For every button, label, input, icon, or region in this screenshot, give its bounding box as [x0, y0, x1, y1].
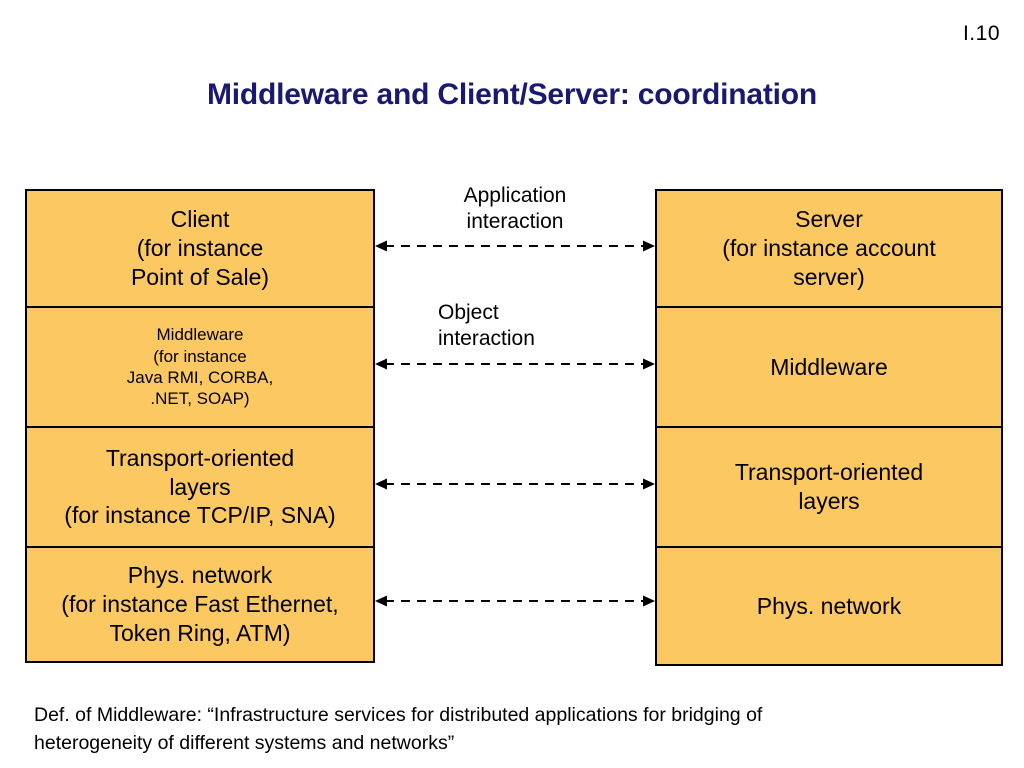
text-line: Phys. network [756, 592, 902, 619]
text-line: (for instance [153, 346, 247, 366]
text-line: server) [793, 263, 865, 290]
client-stack-layer-transport-text: Transport-oriented layers (for instance … [60, 444, 339, 531]
client-stack-layer-middleware-text: Middleware (for instance Java RMI, CORBA… [123, 324, 277, 410]
text-line: Object [438, 301, 499, 324]
text-line: Token Ring, ATM) [109, 619, 291, 646]
server-stack-layer-transport-text: Transport-oriented layers [731, 458, 927, 516]
server-stack-layer-middleware: Middleware [657, 306, 1001, 426]
physical-network-interaction-arrow [375, 594, 655, 608]
text-line: interaction [438, 326, 535, 350]
server-stack-layer-server: Server (for instance account server) [657, 191, 1001, 306]
middleware-definition-caption: Def. of Middleware: “Infrastructure serv… [34, 702, 1004, 757]
server-stack-layer-middleware-text: Middleware [766, 353, 892, 382]
text-line: interaction [466, 209, 564, 233]
text-line: Client [170, 206, 230, 233]
transport-interaction-arrow [375, 477, 655, 491]
server-stack-layer-physical-network: Phys. network [657, 546, 1001, 664]
text-line: layers [169, 473, 231, 500]
client-stack-layer-transport: Transport-oriented layers (for instance … [27, 426, 373, 546]
text-line: (for instance TCP/IP, SNA) [64, 502, 336, 529]
text-line: Phys. network [127, 562, 273, 589]
text-line: (for instance [136, 235, 264, 262]
client-stack: Client (for instance Point of Sale) Midd… [25, 189, 375, 663]
text-line: Application [463, 184, 567, 207]
text-line: Middleware [156, 325, 244, 345]
object-interaction-label: Object interaction [438, 300, 678, 351]
text-line: Def. of Middleware: “Infrastructure serv… [34, 704, 763, 726]
text-line: .NET, SOAP) [150, 389, 250, 409]
server-stack: Server (for instance account server) Mid… [655, 189, 1003, 666]
page-number: I.10 [962, 22, 1000, 45]
text-line: Middleware [770, 353, 888, 380]
client-stack-layer-client: Client (for instance Point of Sale) [27, 191, 373, 306]
text-line: (for instance Fast Ethernet, [61, 591, 339, 618]
application-interaction-label: Application interaction [375, 183, 655, 234]
text-line: Transport-oriented [734, 459, 924, 486]
text-line: Java RMI, CORBA, [126, 368, 274, 387]
page-title: Middleware and Client/Server: coordinati… [206, 78, 818, 111]
client-stack-layer-physical-network-text: Phys. network (for instance Fast Etherne… [57, 561, 342, 648]
text-line: Server [795, 206, 863, 233]
server-stack-layer-server-text: Server (for instance account server) [718, 205, 940, 292]
client-stack-layer-physical-network: Phys. network (for instance Fast Etherne… [27, 546, 373, 661]
server-stack-layer-physical-network-text: Phys. network [753, 592, 905, 621]
client-stack-layer-client-text: Client (for instance Point of Sale) [127, 205, 273, 292]
text-line: (for instance account [722, 235, 936, 262]
text-line: Point of Sale) [130, 263, 270, 290]
application-interaction-arrow [375, 239, 655, 253]
client-stack-layer-middleware: Middleware (for instance Java RMI, CORBA… [27, 306, 373, 426]
server-stack-layer-transport: Transport-oriented layers [657, 426, 1001, 546]
text-line: heterogeneity of different systems and n… [34, 731, 455, 754]
text-line: layers [798, 488, 860, 514]
object-interaction-arrow [375, 357, 655, 371]
text-line: Transport-oriented [105, 444, 295, 471]
